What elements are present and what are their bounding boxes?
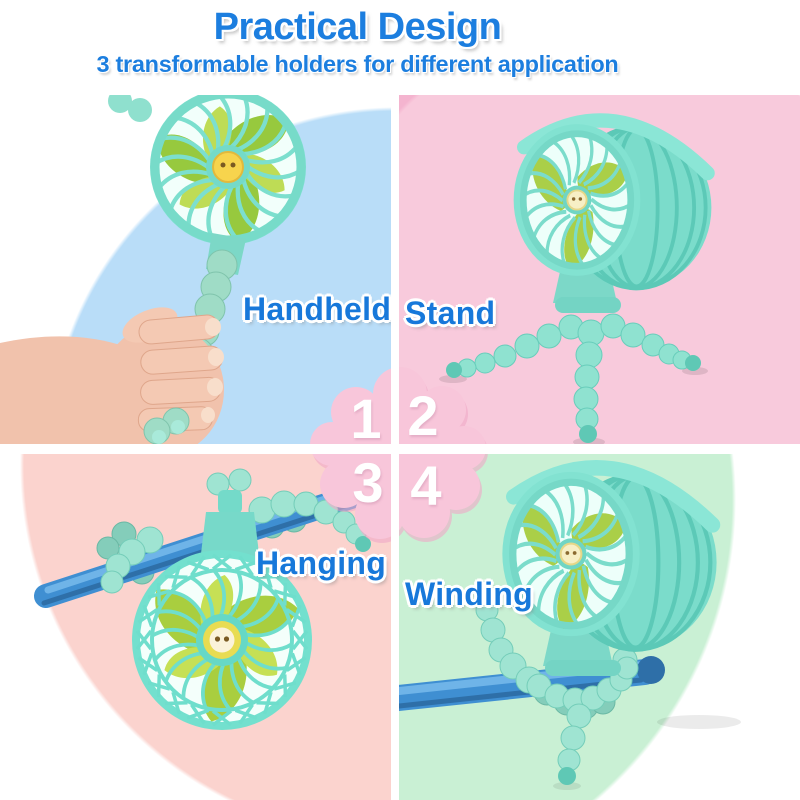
horizontal-divider [0, 444, 800, 454]
label-stand: Stand [405, 295, 496, 331]
cloud-number-1: 1 [350, 386, 382, 450]
handheld-fan-photo [0, 95, 306, 444]
cloud-number-2: 2 [407, 383, 439, 447]
quadrant-winding: Winding [399, 454, 800, 800]
stand-fan-photo [439, 95, 800, 444]
page-title: Practical Design [213, 6, 502, 48]
winding-fan-photo [399, 454, 741, 790]
label-winding: Winding [405, 576, 533, 612]
hanging-fan-photo [34, 468, 391, 730]
cloud-number-4: 4 [410, 453, 442, 517]
label-hanging: Hanging [256, 545, 387, 581]
cloud-number-3: 3 [352, 450, 384, 514]
quadrant-stand: Stand [399, 95, 800, 444]
header: Practical Design 3 transformable holders… [0, 0, 800, 95]
quadrant-hanging: Hanging [0, 454, 391, 800]
quadrant-handheld: Handheld [0, 95, 391, 444]
page-subtitle: 3 transformable holders for different ap… [96, 51, 619, 77]
label-handheld: Handheld [243, 291, 391, 327]
